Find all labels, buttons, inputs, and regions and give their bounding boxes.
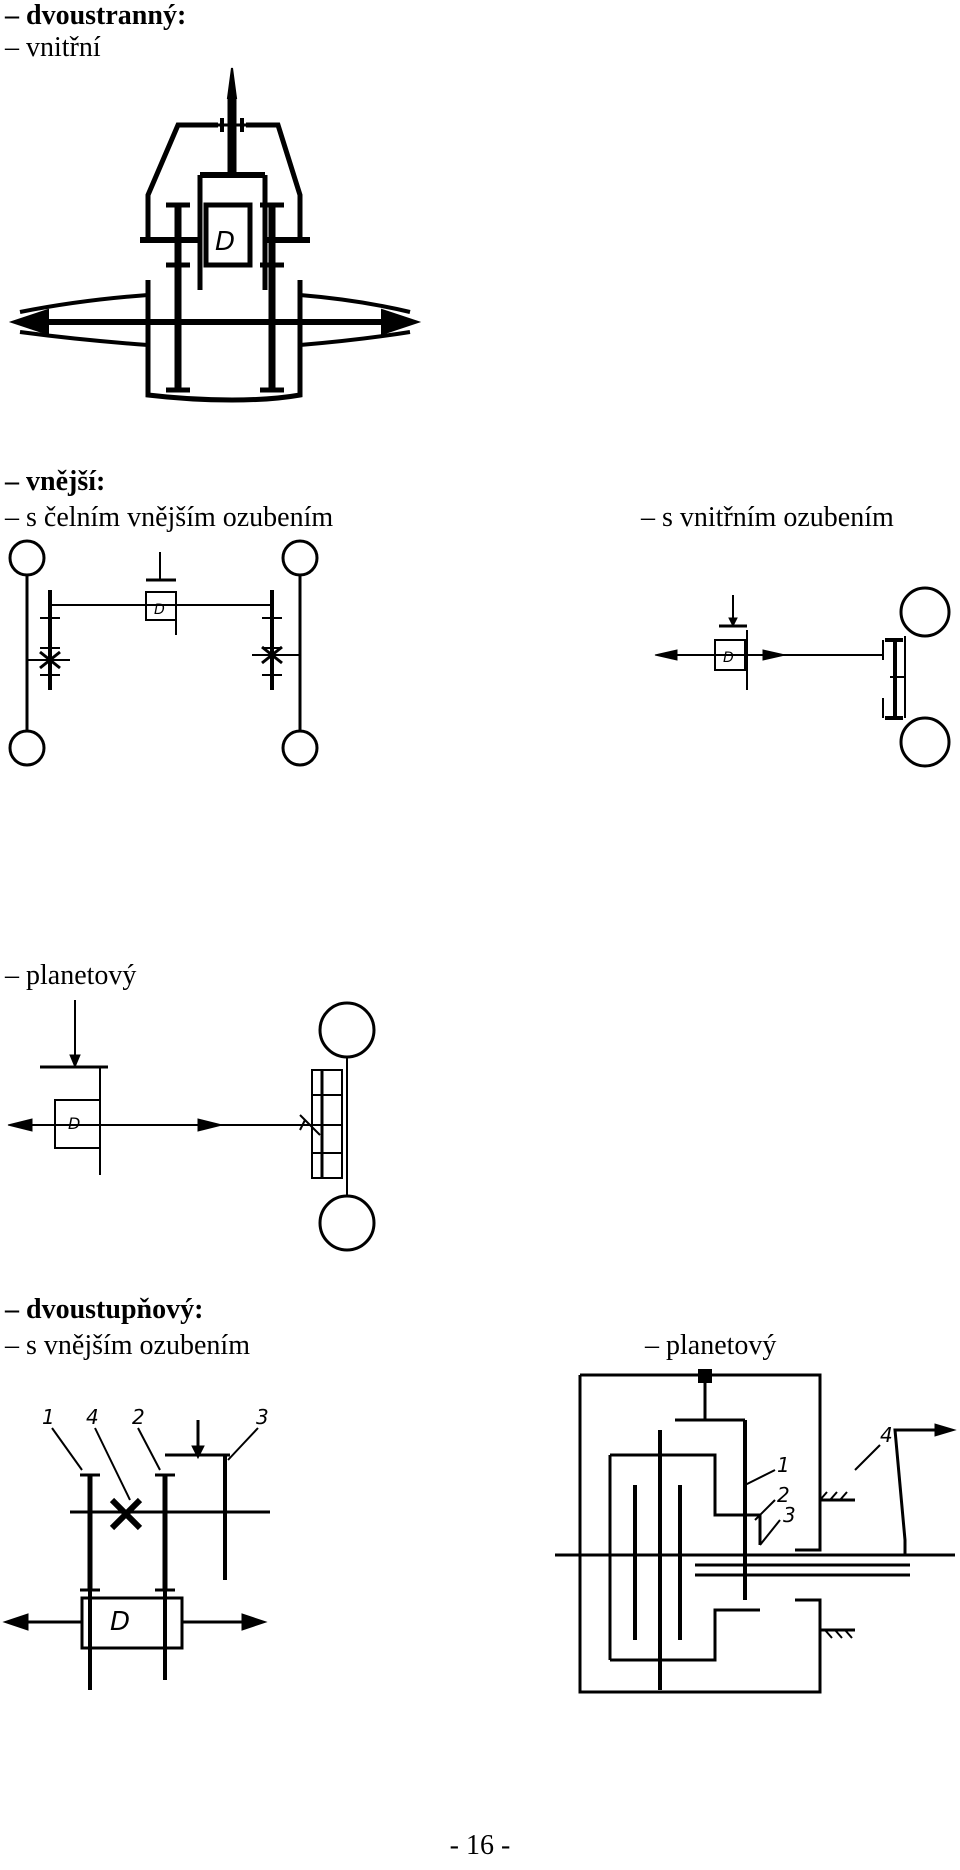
diff-label-4: D xyxy=(68,1114,80,1133)
figure-planetary: D xyxy=(7,1000,376,1252)
heading-bilateral: – dvoustranný: xyxy=(5,0,187,31)
page-number: - 16 - xyxy=(449,1830,511,1861)
heading-two-stage: – dvoustupňový: xyxy=(5,1294,204,1325)
diff-label-5: D xyxy=(110,1607,130,1637)
figure-bilateral-inner: D xyxy=(8,67,422,403)
heading-planetary: – planetový xyxy=(5,960,137,991)
figure-two-stage-outer: D 1 4 2 3 xyxy=(2,1405,270,1690)
heading-inner-toothing: – s vnitřním ozubením xyxy=(641,502,894,533)
part-label-p2: 2 xyxy=(777,1483,790,1507)
figure-spur-outer: D xyxy=(8,539,319,767)
part-label-2: 2 xyxy=(132,1405,145,1429)
part-label-4: 4 xyxy=(86,1405,99,1429)
heading-inner: – vnitřní xyxy=(5,32,101,63)
part-label-p3: 3 xyxy=(783,1503,796,1527)
figure-two-stage-planetary: 1 2 3 4 xyxy=(555,1369,957,1694)
part-label-p4: 4 xyxy=(880,1423,893,1447)
part-label-p1: 1 xyxy=(777,1453,790,1477)
heading-outer: – vnější: xyxy=(5,466,106,497)
part-label-1: 1 xyxy=(42,1405,55,1429)
figure-inner-toothing: D xyxy=(654,586,951,768)
diff-label-1: D xyxy=(215,227,235,257)
part-label-3: 3 xyxy=(256,1405,269,1429)
heading-outer-toothing: – s vnějším ozubením xyxy=(5,1330,250,1361)
diff-label-3: D xyxy=(723,650,734,666)
heading-spur-outer: – s čelním vnějším ozubením xyxy=(5,502,334,533)
diff-label-2: D xyxy=(154,602,165,618)
heading-planetary-2: – planetový xyxy=(645,1330,777,1361)
